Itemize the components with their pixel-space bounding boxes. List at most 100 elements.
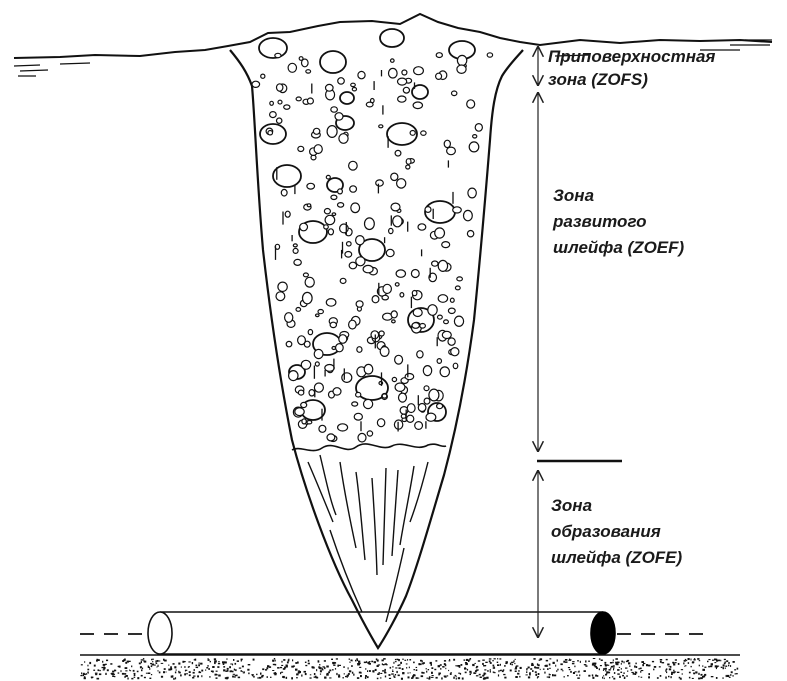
gravel-particle	[424, 398, 430, 404]
sand-grain	[395, 667, 397, 668]
gravel-particle	[306, 70, 311, 73]
sand-grain	[305, 665, 307, 666]
sand-grain	[357, 660, 358, 661]
sand-grain	[490, 662, 492, 664]
sand-grain	[684, 666, 685, 667]
sand-grain	[608, 672, 611, 674]
gravel-particle	[313, 128, 319, 134]
sand-grain	[292, 659, 293, 661]
gravel-particle	[447, 147, 456, 155]
sand-grain	[635, 672, 637, 674]
sand-grain	[131, 678, 133, 680]
sand-grain	[174, 666, 176, 668]
sand-grain	[673, 670, 674, 672]
sand-grain	[429, 676, 431, 678]
sand-grain	[406, 663, 408, 664]
sand-grain	[563, 661, 565, 663]
sand-grain	[640, 668, 642, 670]
sand-grain	[398, 659, 400, 661]
sand-grain	[376, 658, 378, 660]
sand-grain	[699, 665, 700, 667]
sand-grain	[342, 677, 344, 678]
sand-grain	[572, 663, 575, 664]
gravel-particle	[391, 203, 400, 211]
sand-grain	[413, 662, 415, 664]
sand-grain	[394, 676, 396, 678]
sand-grain	[319, 667, 321, 669]
sand-grain	[597, 675, 598, 677]
sand-grain	[430, 662, 432, 664]
sand-grain	[530, 668, 532, 670]
sand-grain	[406, 667, 407, 669]
sand-grain	[540, 658, 543, 660]
sand-grain	[660, 659, 663, 660]
gravel-particle	[426, 413, 436, 421]
zofe-label-line1: Зона	[551, 493, 682, 519]
sand-grain	[198, 664, 200, 666]
gravel-particle	[448, 308, 455, 313]
sand-grain	[689, 677, 691, 679]
sand-grain	[253, 676, 255, 678]
sand-grain	[262, 668, 264, 670]
sand-grain	[603, 670, 604, 671]
sand-grain	[175, 677, 176, 679]
sand-grain	[218, 661, 220, 662]
sand-grain	[84, 676, 85, 678]
sand-grain	[256, 674, 257, 675]
sand-grain	[230, 670, 232, 672]
sand-grain	[450, 674, 452, 675]
sand-grain	[480, 677, 482, 679]
sand-grain	[383, 658, 386, 660]
sand-grain	[721, 667, 723, 668]
gravel-particle	[417, 351, 423, 358]
gravel-particle	[399, 393, 407, 402]
gravel-particle	[298, 336, 306, 345]
sand-grain	[173, 663, 175, 665]
sand-grain	[158, 665, 159, 667]
sand-grain	[697, 658, 699, 660]
sand-grain	[535, 674, 537, 676]
sand-grain	[112, 675, 114, 677]
sand-grain	[192, 677, 194, 679]
sand-grain	[515, 659, 516, 660]
gravel-particle	[277, 84, 283, 91]
gravel-particle	[414, 67, 424, 75]
sand-grain	[81, 664, 83, 665]
sand-grain	[125, 670, 127, 671]
sand-grain	[593, 658, 596, 659]
sand-grain	[277, 667, 280, 669]
sand-grain	[214, 662, 215, 663]
sand-grain	[476, 669, 479, 670]
sand-grain	[139, 663, 141, 665]
sand-grain	[642, 664, 644, 666]
gravel-particle	[252, 81, 260, 87]
sand-grain	[237, 660, 239, 662]
pipe-far-end	[591, 612, 615, 654]
sand-grain	[358, 661, 360, 663]
sand-grain	[694, 659, 696, 661]
sand-grain	[613, 665, 615, 666]
sand-grain	[422, 672, 424, 674]
sand-grain	[679, 677, 681, 679]
sand-grain	[141, 661, 142, 663]
sand-grain	[497, 662, 499, 663]
sand-grain	[561, 669, 563, 671]
sand-grain	[103, 664, 106, 666]
sand-grain	[613, 660, 614, 661]
sand-grain	[157, 670, 158, 671]
sand-grain	[188, 666, 189, 667]
sand-grain	[610, 662, 612, 664]
sand-grain	[660, 661, 662, 663]
sand-grain	[547, 668, 549, 670]
sand-grain	[310, 674, 312, 675]
sand-grain	[441, 677, 443, 679]
gravel-particle	[415, 422, 423, 430]
sand-grain	[627, 671, 628, 672]
sand-grain	[241, 659, 242, 661]
sand-grain	[97, 678, 100, 680]
sand-grain	[674, 662, 676, 663]
sand-grain	[588, 661, 590, 663]
gravel-particle	[377, 419, 384, 427]
gravel-particle	[338, 424, 348, 431]
sand-grain	[312, 667, 314, 669]
